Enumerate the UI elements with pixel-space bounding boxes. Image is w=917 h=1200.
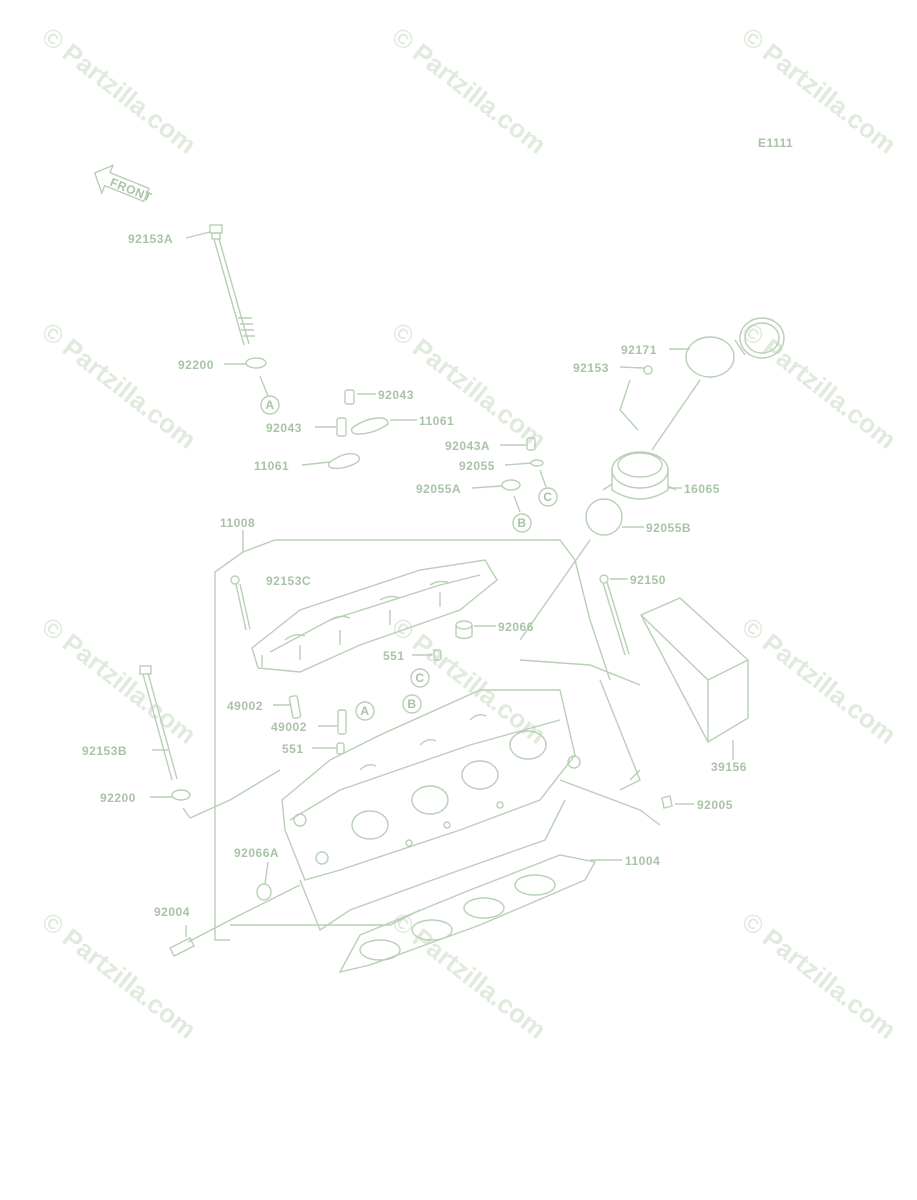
part-label-39156: 39156	[711, 760, 747, 774]
part-label-11004: 11004	[625, 854, 660, 868]
stud-92004-drawing	[169, 937, 195, 957]
plug-92005-drawing	[661, 795, 673, 809]
watermark-text: © Partzilla.com	[386, 21, 552, 160]
front-label: FRONT	[108, 175, 154, 204]
part-label-49002-a: 49002	[227, 699, 263, 713]
watermark-text: © Partzilla.com	[736, 316, 902, 455]
callout-a-top: A	[260, 395, 280, 415]
grommet-92066-drawing	[455, 620, 473, 640]
part-label-92066: 92066	[498, 620, 534, 634]
watermark-text: © Partzilla.com	[36, 21, 202, 160]
part-label-92055b: 92055B	[646, 521, 691, 535]
watermark-layer: © Partzilla.com © Partzilla.com © Partzill…	[36, 21, 902, 1045]
part-label-92200-top: 92200	[178, 358, 214, 372]
watermark-text: © Partzilla.com	[736, 611, 902, 750]
part-label-92004: 92004	[154, 905, 190, 919]
bolt-92150-drawing	[599, 574, 630, 656]
part-labels: 92153A 92200 92043 92043 11061 11061 920…	[82, 232, 747, 919]
part-label-92153a: 92153A	[128, 232, 173, 246]
pin-92043-drawing	[327, 389, 389, 470]
part-label-92153c: 92153C	[266, 574, 311, 588]
callout-a-top-label: A	[265, 398, 274, 412]
part-label-92171: 92171	[621, 343, 657, 357]
part-label-49002-b: 49002	[271, 720, 307, 734]
part-label-92043-b: 92043	[266, 421, 302, 435]
watermark-text: © Partzilla.com	[36, 316, 202, 455]
part-label-92055: 92055	[459, 459, 495, 473]
gasket-11004-drawing	[338, 854, 597, 974]
callout-b-bottom-label: B	[407, 697, 416, 711]
bolt-92153a-drawing	[209, 224, 255, 346]
part-label-551-a: 551	[383, 649, 405, 663]
callout-c-top: C	[538, 487, 558, 507]
grommet-92066a-drawing	[256, 883, 272, 901]
watermark-text: © Partzilla.com	[386, 316, 552, 455]
cylinder-head-drawing	[281, 689, 581, 932]
part-label-92043-a: 92043	[378, 388, 414, 402]
callout-c-bottom-label: C	[415, 671, 424, 685]
bolt-92153b-drawing	[139, 665, 178, 781]
diagram-code: E1111	[758, 136, 793, 150]
washer-92200-bottom-drawing	[171, 789, 191, 801]
watermark-text: © Partzilla.com	[386, 906, 552, 1045]
callout-a-bottom: A	[355, 701, 375, 721]
callout-a-bottom-label: A	[360, 704, 369, 718]
callout-b-bottom: B	[402, 694, 422, 714]
part-drawings	[139, 224, 785, 974]
callout-b-top: B	[512, 513, 532, 533]
leader-lines	[150, 231, 734, 943]
watermark-text: © Partzilla.com	[736, 906, 902, 1045]
part-label-11008: 11008	[220, 516, 255, 530]
front-arrow-icon: FRONT	[93, 163, 154, 205]
part-label-16065: 16065	[684, 482, 720, 496]
watermark-text: © Partzilla.com	[36, 611, 202, 750]
part-label-92055a: 92055A	[416, 482, 461, 496]
part-label-92043a: 92043A	[445, 439, 490, 453]
cover-39156-drawing	[640, 597, 749, 743]
part-label-92153b: 92153B	[82, 744, 127, 758]
callouts: A B C A B C	[260, 395, 558, 721]
part-label-92200-bottom: 92200	[100, 791, 136, 805]
part-label-92153: 92153	[573, 361, 609, 375]
part-label-11061-a: 11061	[419, 414, 454, 428]
part-label-11061-b: 11061	[254, 459, 289, 473]
callout-b-top-label: B	[517, 516, 526, 530]
washer-92200-top-drawing	[245, 357, 267, 369]
holder-16065-drawing	[585, 317, 785, 536]
part-label-92150: 92150	[630, 573, 666, 587]
watermark-text: © Partzilla.com	[36, 906, 202, 1045]
part-label-92005: 92005	[697, 798, 733, 812]
cam-cap-11008-drawing	[230, 559, 498, 673]
callout-c-top-label: C	[543, 490, 552, 504]
part-label-551-b: 551	[282, 742, 304, 756]
callout-c-bottom: C	[410, 668, 430, 688]
part-label-92066a: 92066A	[234, 846, 279, 860]
